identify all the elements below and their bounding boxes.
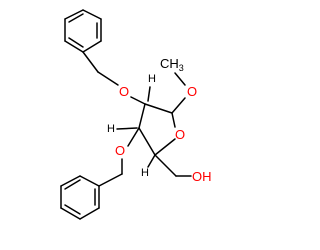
bond [82,40,102,53]
bond [127,127,140,147]
bond [174,72,186,86]
ether-oxygen-lower: O [115,143,125,158]
bond [138,127,156,156]
ring-oxygen: O [175,127,185,142]
ether-oxygen-upper: O [119,84,129,99]
bond [79,175,100,187]
bond [68,13,84,23]
bond [64,179,81,190]
methyl-label: CH3 [160,56,184,73]
bond [154,154,177,177]
furanose-ring [138,103,176,156]
hydrogen-label-c2: H [107,123,115,135]
bond [154,138,176,156]
bond [97,71,119,86]
bond [79,207,100,220]
methoxy-oxygen: O [187,84,197,99]
molecule-structure: O CH3 O H O H O H OH [60,9,212,220]
bond [144,103,173,114]
bond [98,173,123,187]
upper-phenyl-ring [64,9,102,53]
bond [82,9,102,20]
bond [147,154,156,168]
bond [60,175,81,187]
bond [171,97,186,114]
bond [64,9,84,20]
bond [130,96,146,105]
bond [116,127,138,130]
lower-phenyl-ring [60,175,100,220]
bond [64,204,81,215]
hydrogen-label-c4: H [141,167,149,179]
hydroxyl-label: OH [192,169,212,184]
bond [68,37,84,48]
bond [138,103,146,129]
bond [60,207,81,220]
bond [64,40,84,53]
hydrogen-label-c3: H [148,73,156,85]
bond [171,112,176,128]
bond [82,51,99,73]
bond [147,86,151,102]
